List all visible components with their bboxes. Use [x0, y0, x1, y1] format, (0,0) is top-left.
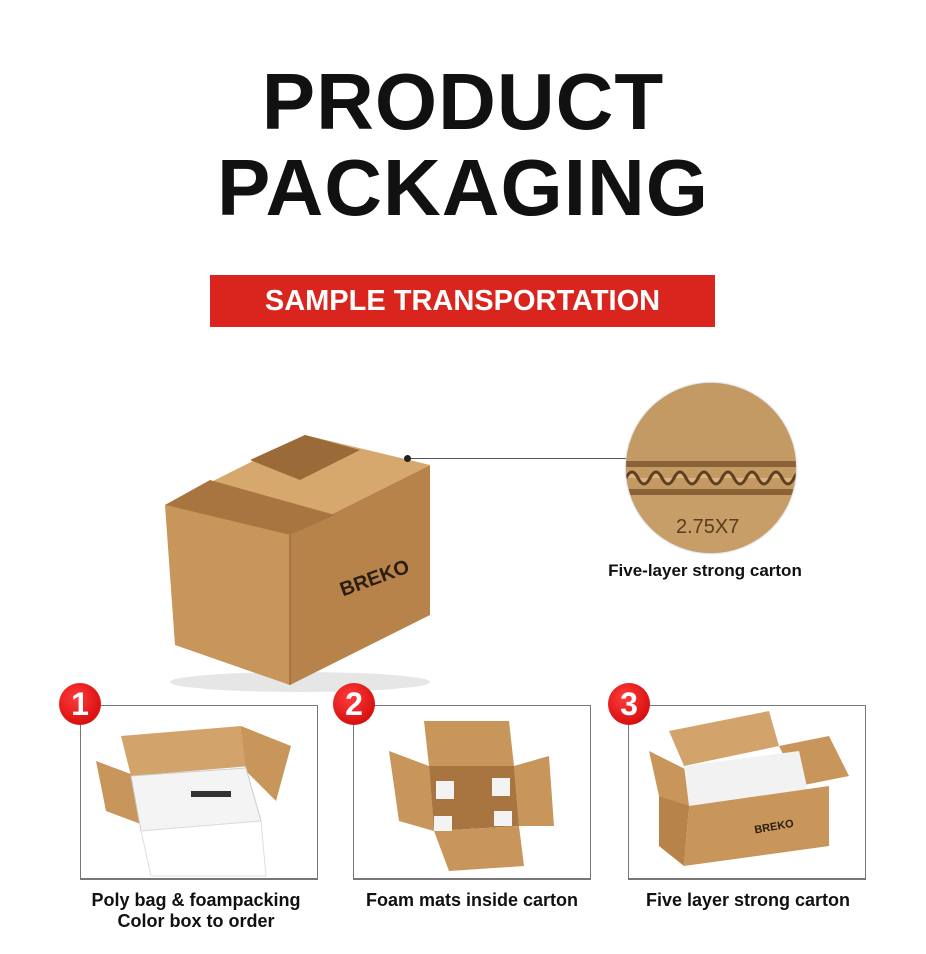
closeup-print: 2.75X7	[676, 516, 739, 538]
step-3-number-badge: 3	[608, 683, 650, 725]
step-1-image	[80, 705, 318, 880]
section-banner: SAMPLE TRANSPORTATION	[210, 275, 715, 327]
title-line-1: PRODUCT	[261, 57, 665, 146]
step-1-caption: Poly bag & foampacking Color box to orde…	[61, 890, 331, 932]
step-2-number-badge: 2	[333, 683, 375, 725]
callout-dot	[404, 455, 411, 462]
title-line-2: PACKAGING	[217, 143, 709, 232]
step-1-caption-line-1: Poly bag & foampacking	[91, 890, 301, 910]
step-1-caption-line-2: Color box to order	[117, 911, 275, 931]
step-2-caption: Foam mats inside carton	[365, 890, 579, 910]
step-2-image	[353, 705, 591, 880]
callout-label: Five-layer strong carton	[608, 561, 802, 580]
callout-line	[408, 458, 626, 459]
step-3-image: BREKO	[628, 705, 866, 880]
step-3-caption: Five layer strong carton	[645, 890, 851, 910]
carton-image: BREKO	[150, 420, 450, 695]
step-1-number-badge: 1	[59, 683, 101, 725]
corrugation-closeup: 2.75X7	[626, 383, 796, 553]
